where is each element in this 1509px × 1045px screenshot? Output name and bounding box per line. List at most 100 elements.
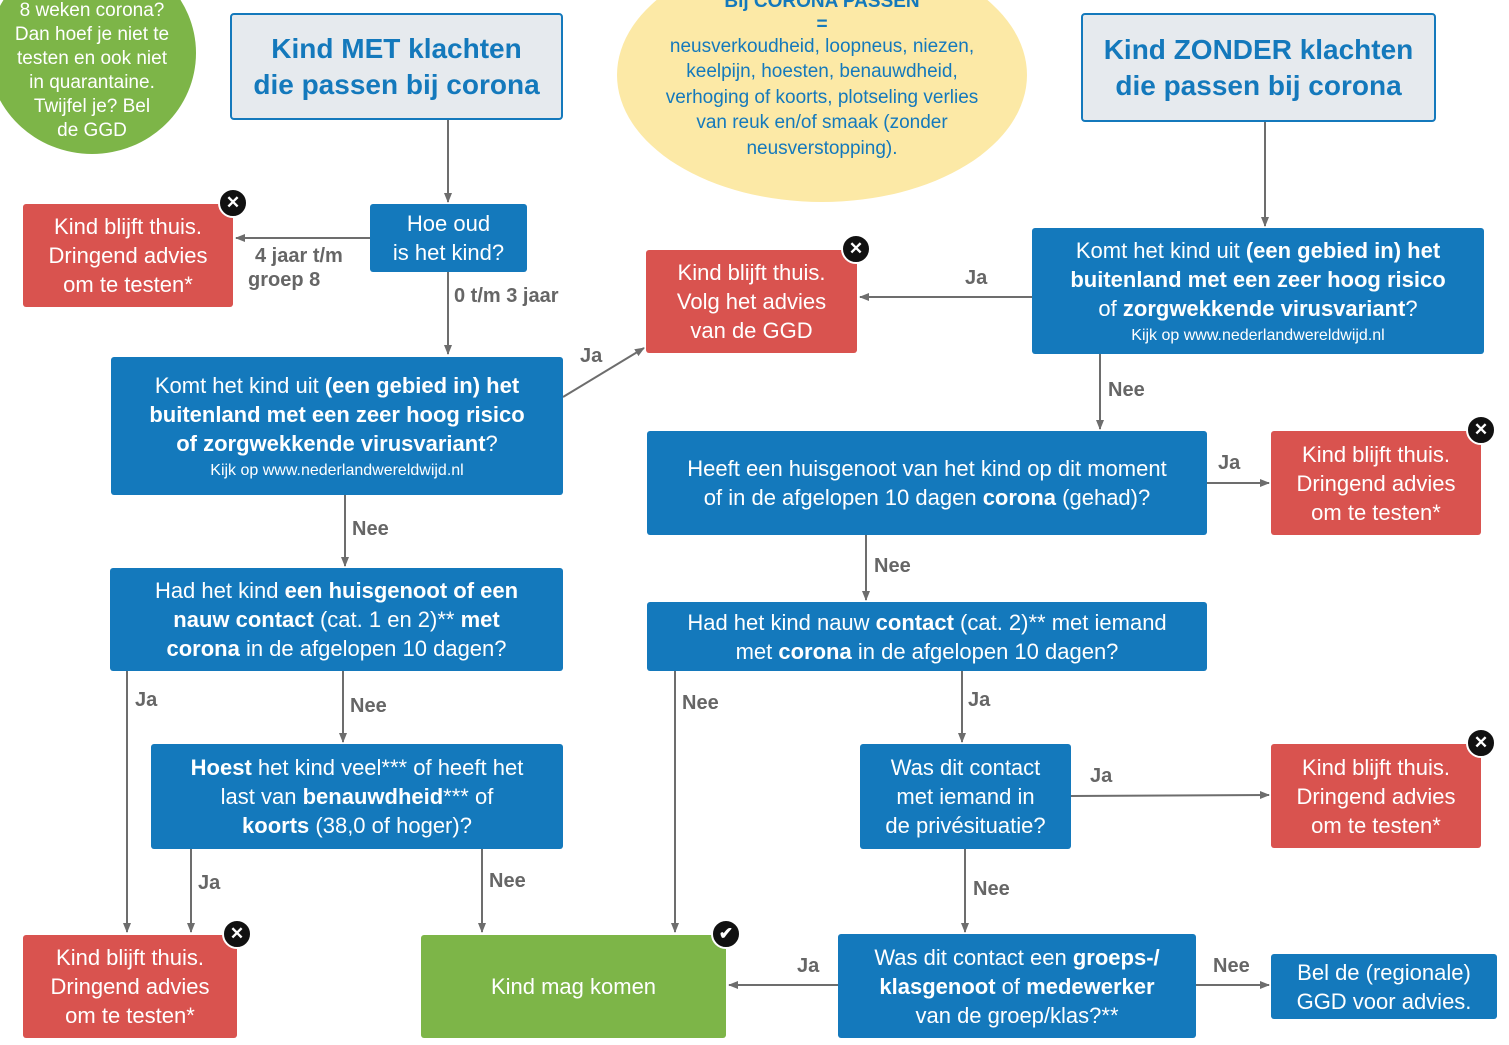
symptoms-equals: = (816, 13, 828, 35)
group-bold1: groeps-/ (1072, 944, 1160, 970)
contact-right-bold2: corona (778, 638, 852, 664)
travel-left-bold1: (een gebied in) het (324, 372, 520, 398)
age-question-box: Hoe oud is het kind? (370, 204, 527, 272)
travel-right-bold3: zorgwekkende virusvariant (1122, 295, 1406, 321)
edge-label-age-older: 4 jaar t/m groep 8 (248, 244, 343, 292)
header-met-line1: Kind MET klachten (271, 32, 522, 64)
outcome-line: Bel de (regionale) (1297, 959, 1471, 985)
travel-left-post: ? (485, 430, 498, 456)
outcome-line: Kind blijft thuis. (677, 260, 826, 285)
contact-right-pre1: Had het kind nauw (687, 609, 876, 635)
outcome-line: Dringend advies (1296, 470, 1456, 496)
travel-left-bold3: of zorgwekkende virusvariant (176, 430, 486, 456)
edge-label-ja: Ja (797, 955, 820, 977)
outcome-stay-home-test: Kind blijft thuis. Dringend advies om te… (1271, 431, 1481, 535)
travel-question-right: Komt het kind uit (een gebied in) het bu… (1032, 228, 1484, 354)
header-met-line2: die passen bij corona (253, 68, 540, 100)
outcome-line: om te testen* (1311, 499, 1441, 525)
header-zonder-klachten: Kind ZONDER klachten die passen bij coro… (1081, 13, 1436, 122)
edge-label-nee: Nee (489, 870, 526, 892)
close-icon: ✕ (218, 188, 248, 218)
travel-right-sub-pre: Kijk op (1131, 326, 1184, 344)
outcome-line: Kind blijft thuis. (1302, 441, 1450, 467)
edge-label-ja: Ja (198, 872, 221, 894)
contact-question-right: Had het kind nauw contact (cat. 2)** met… (647, 602, 1207, 671)
housemate-right-line1: Heeft een huisgenoot van het kind op dit… (687, 456, 1167, 481)
housemate-right-pre2: of in de afgelopen 10 dagen (703, 485, 983, 510)
contact-right-post2: in de afgelopen 10 dagen? (851, 638, 1119, 664)
cough-text2: last van (220, 784, 303, 809)
close-icon: ✕ (841, 234, 871, 264)
green-note-line: de GGD (57, 120, 127, 141)
travel-right-url[interactable]: www.nederlandwereldwijd.nl (1183, 326, 1385, 344)
arrow (562, 347, 645, 398)
travel-left-bold2: buitenland met een zeer hoog risico (149, 401, 525, 427)
outcome-stay-home-test: Kind blijft thuis. Dringend advies om te… (23, 935, 237, 1038)
group-mid2: of (995, 973, 1027, 999)
cough-text3: *** of (443, 784, 494, 809)
private-question-box: Was dit contact met iemand in de privési… (860, 744, 1071, 849)
green-note-line: Twijfel je? Bel (33, 96, 151, 117)
outcome-line: Volg het advies (676, 289, 827, 314)
outcome-line: Dringend advies (50, 974, 210, 999)
travel-right-bold1: (een gebied in) het (1245, 237, 1441, 263)
edge-label-nee: Nee (1108, 379, 1145, 401)
housemate-left-bold2: nauw contact (173, 607, 314, 632)
cough-text1: het kind veel*** of heeft het (251, 755, 524, 780)
housemate-left-bold3: met (460, 607, 500, 632)
outcome-line: om te testen* (63, 272, 193, 297)
travel-right-pre3: of (1098, 295, 1123, 321)
edge-label-age-older-line1: 4 jaar t/m (255, 245, 343, 267)
edge-label-age-older-line2: groep 8 (248, 269, 321, 291)
cough-bold3: koorts (242, 813, 310, 838)
edge-label-ja: Ja (968, 689, 991, 711)
edge-label-nee: Nee (874, 555, 911, 577)
cough-bold1: Hoest (190, 755, 252, 780)
housemate-left-bold1: een huisgenoot of een (284, 578, 519, 603)
edge-label-ja: Ja (1090, 765, 1113, 787)
outcome-stay-home-test: Kind blijft thuis. Dringend advies om te… (23, 204, 233, 307)
cough-text4: (38,0 of hoger)? (309, 813, 472, 838)
outcome-line: Dringend advies (48, 243, 208, 268)
arrow (1070, 791, 1270, 800)
symptoms-note-ellipse: Bij CORONA PASSEN = neusverkoudheid, loo… (617, 0, 1027, 202)
housemate-left-mid: (cat. 1 en 2)** (313, 607, 461, 632)
outcome-call-ggd: Bel de (regionale) GGD voor advies. (1271, 954, 1497, 1019)
private-line2: met iemand in (896, 784, 1035, 809)
edge-label-nee: Nee (682, 692, 719, 714)
travel-right-bold2: buitenland met een zeer hoog risico (1070, 266, 1446, 292)
housemate-question-right: Heeft een huisgenoot van het kind op dit… (647, 431, 1207, 535)
group-question-box: Was dit contact een groeps-/ klasgenoot … (838, 934, 1196, 1038)
outcome-line: van de GGD (690, 318, 813, 343)
travel-left-sub-pre: Kijk op (210, 461, 263, 479)
check-icon: ✔ (711, 919, 741, 949)
housemate-right-post2: (gehad)? (1056, 485, 1151, 510)
outcome-line: om te testen* (1311, 812, 1441, 838)
symptoms-line: verhoging of koorts, plotseling verlies (665, 86, 979, 108)
travel-right-pre: Komt het kind uit (1075, 237, 1246, 263)
green-note-line: testen en ook niet (17, 48, 167, 69)
travel-left-url[interactable]: www.nederlandwereldwijd.nl (262, 461, 464, 479)
green-note-line: Dan hoef je niet te (14, 24, 170, 45)
contact-right-bold1: contact (875, 609, 954, 635)
edge-label-ja: Ja (580, 345, 603, 367)
cough-question-box: Hoest het kind veel*** of heeft het last… (151, 744, 563, 849)
header-met-klachten: Kind MET klachten die passen bij corona (230, 13, 563, 120)
housemate-right-bold: corona (982, 485, 1057, 510)
contact-right-pre2: met (735, 638, 779, 664)
green-note-line: in quarantaine. (29, 72, 155, 93)
outcome-line: Kind blijft thuis. (1302, 754, 1450, 780)
travel-question-left: Komt het kind uit (een gebied in) het bu… (111, 357, 563, 495)
outcome-line: Kind mag komen (490, 974, 657, 999)
outcome-line: Kind blijft thuis. (56, 945, 204, 970)
edge-label-nee: Nee (1213, 955, 1250, 977)
symptoms-line: van reuk en/of smaak (zonder (696, 112, 948, 133)
symptoms-line: neusverkoudheid, loopneus, niezen, (669, 35, 975, 57)
housemate-left-bold4: corona (166, 636, 240, 661)
travel-left-pre: Komt het kind uit (154, 372, 325, 398)
group-bold2: klasgenoot (879, 973, 996, 999)
housemate-question-left: Had het kind een huisgenoot of een nauw … (110, 568, 563, 671)
housemate-left-post: in de afgelopen 10 dagen? (239, 636, 507, 661)
contact-right-post1: (cat. 2)** met iemand (953, 609, 1167, 635)
